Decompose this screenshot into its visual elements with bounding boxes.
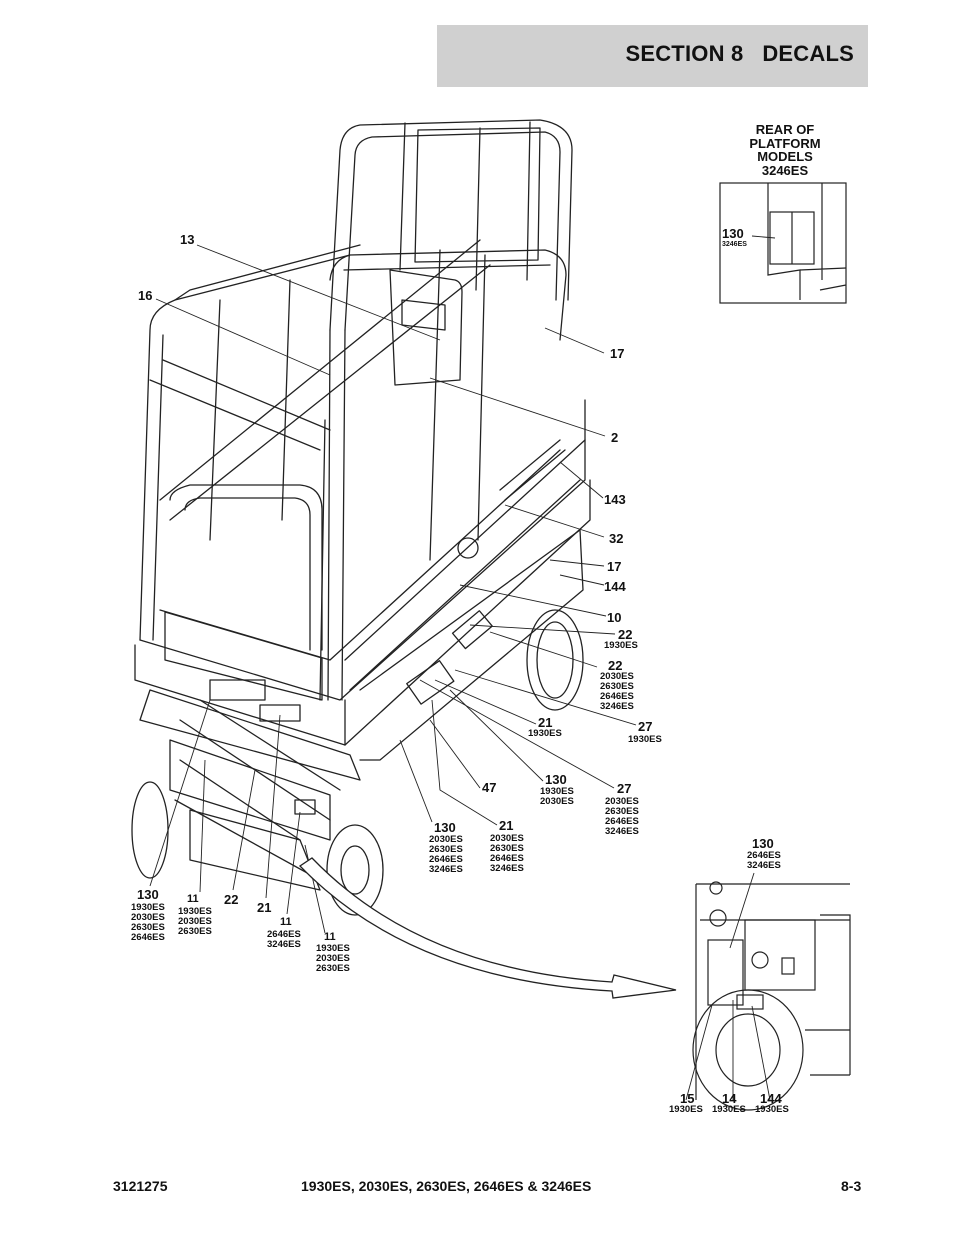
callout-number: 130	[722, 226, 744, 241]
callout-models: 1930ES	[712, 1104, 746, 1115]
callout-number: 15	[680, 1091, 695, 1106]
inset-title-line: REAR OF	[755, 122, 815, 137]
callout-number: 144	[604, 579, 626, 594]
callout-number: 22	[608, 658, 623, 673]
callout-number: 27	[617, 781, 632, 796]
callout-number: 27	[638, 719, 653, 734]
callout-number: 144	[760, 1091, 782, 1106]
callout-number: 14	[722, 1091, 737, 1106]
section-header-band: SECTION 8 DECALS	[437, 25, 868, 87]
callout-number: 17	[607, 559, 622, 574]
page-number: 8-3	[841, 1178, 862, 1194]
callout-number: 130	[752, 836, 774, 851]
callout-number: 143	[604, 492, 626, 507]
callout-models: 1930ES	[604, 640, 638, 651]
callout-number: 11	[324, 931, 336, 943]
callout-models: 1930ES	[628, 734, 662, 745]
section-title: SECTION 8 DECALS	[625, 41, 854, 66]
callout-number: 21	[257, 900, 272, 915]
callout-number: 22	[618, 627, 633, 642]
callout-number: 11	[280, 916, 292, 928]
callout-number: 17	[610, 346, 625, 361]
inset-title-line: MODELS	[757, 149, 813, 164]
callout-models: 3246ES	[722, 241, 747, 248]
callout-number: 130	[434, 820, 456, 835]
callout-models: 1930ES	[528, 728, 562, 739]
callout-number: 22	[224, 892, 239, 907]
inset-rear-title: REAR OF PLATFORM MODELS 3246ES	[740, 123, 830, 177]
callout-models: 1930ES	[669, 1104, 703, 1115]
inset-title-line: 3246ES	[761, 162, 809, 178]
footer-models-line: 1930ES, 2030ES, 2630ES, 2646ES & 3246ES	[301, 1178, 592, 1194]
callout-number: 130	[137, 887, 159, 902]
callout-number: 32	[609, 531, 624, 546]
callout-number: 10	[607, 610, 622, 625]
callout-number: 2	[611, 430, 619, 445]
callout-number: 21	[538, 715, 553, 730]
callout-number: 47	[482, 780, 497, 795]
callout-number: 16	[138, 288, 153, 303]
callout-models: 1930ES	[755, 1104, 789, 1115]
inset-title-line: PLATFORM	[749, 135, 821, 151]
callout-number: 13	[180, 232, 195, 247]
document-number: 3121275	[113, 1178, 168, 1194]
callout-number: 11	[187, 893, 199, 905]
callout-number: 130	[545, 772, 567, 787]
callout-number: 21	[499, 818, 514, 833]
